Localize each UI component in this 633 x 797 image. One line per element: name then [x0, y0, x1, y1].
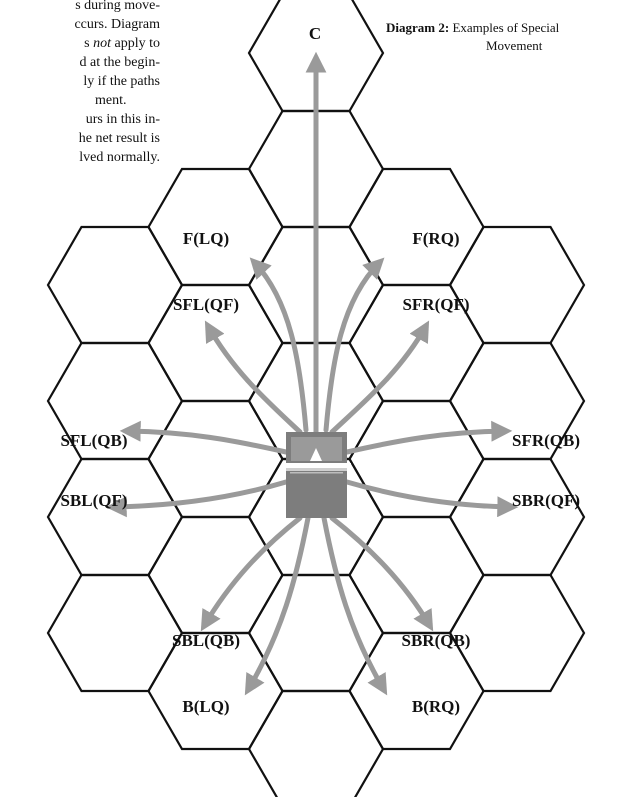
hex-cell: [149, 517, 283, 633]
arrow-sbr-qf: [347, 482, 512, 507]
arrow-b-rq: [324, 518, 384, 690]
label-sfl-qb: SFL(QB): [60, 431, 127, 450]
hex-cell: [249, 575, 383, 691]
label-b-lq: B(LQ): [182, 697, 229, 716]
hex-cell: [48, 459, 182, 575]
hex-cell: [350, 517, 484, 633]
arrow-b-lq: [248, 518, 308, 690]
hex-cell: [48, 227, 182, 343]
label-sbr-qb: SBR(QB): [402, 631, 471, 650]
label-f-rq: F(RQ): [412, 229, 459, 248]
hex-cell: [149, 169, 283, 285]
label-sfr-qf: SFR(QF): [402, 295, 469, 314]
label-center-forward: C: [309, 24, 321, 43]
unit-counter: [282, 432, 351, 518]
hex-cell: [48, 575, 182, 691]
hex-cell: [450, 459, 584, 575]
label-sbl-qb: SBL(QB): [172, 631, 240, 650]
label-sbr-qf: SBR(QF): [512, 491, 580, 510]
label-sfr-qb: SFR(QB): [512, 431, 580, 450]
label-b-rq: B(RQ): [412, 697, 460, 716]
arrow-f-rq: [326, 262, 380, 430]
label-f-lq: F(LQ): [183, 229, 229, 248]
arrow-sfr-qb: [347, 431, 506, 452]
label-sbl-qf: SBL(QF): [60, 491, 127, 510]
hex-cell: [350, 169, 484, 285]
hex-cell: [350, 633, 484, 749]
label-sfl-qf: SFL(QF): [173, 295, 239, 314]
arrow-sfl-qb: [126, 431, 286, 452]
hex-cell: [149, 633, 283, 749]
hex-cell: [249, 691, 383, 797]
hex-cell: [450, 227, 584, 343]
arrow-sbl-qf: [112, 482, 286, 507]
movement-arrows: [112, 58, 512, 690]
